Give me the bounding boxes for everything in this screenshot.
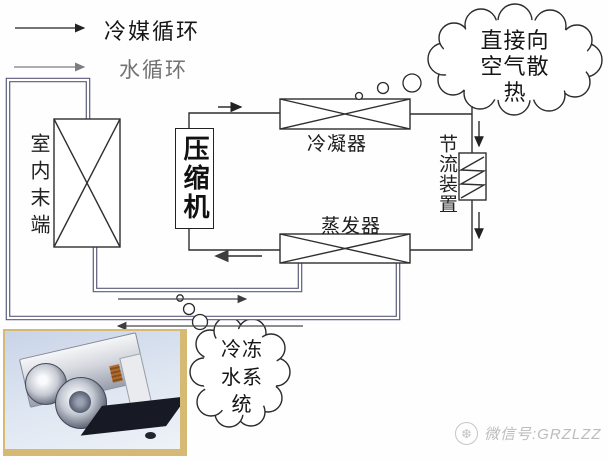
chilled-water-line-3: 统 (231, 394, 253, 416)
chilled-water-cloud-text: 冷冻 水系 统 (196, 337, 288, 420)
air-heat-cloud (427, 3, 603, 116)
air-heat-line-2: 空气散 (480, 54, 550, 79)
chilled-water-line-2: 水系 (221, 366, 263, 389)
air-heat-line-3: 热 (503, 80, 527, 105)
throttle-device-label: 节流装置 (436, 134, 457, 214)
legend-water-label: 水循环 (119, 58, 188, 82)
air-heat-line-1: 直接向 (480, 28, 550, 53)
chilled-water-bubbles (176, 294, 209, 331)
chilled-water-line-1: 冷冻 (221, 339, 263, 361)
condenser-coil (279, 98, 411, 130)
condenser-label: 冷凝器 (307, 134, 368, 155)
flow-arrows (14, 23, 484, 331)
watermark-text: 微信号:GRZLZZ (484, 426, 602, 443)
watermark: ❆ 微信号:GRZLZZ (455, 422, 602, 445)
compressor-box: 压缩机 (175, 128, 214, 229)
fan-coil-photo-frame (3, 329, 187, 456)
fan-coil-photo (5, 331, 180, 449)
fan-coil-foot (145, 432, 156, 439)
snowflake-logo-icon: ❆ (455, 422, 478, 445)
indoor-terminal-coil (53, 118, 121, 248)
fan-coil-blower-2-core (69, 391, 91, 413)
legend-refrigerant-label: 冷媒循环 (104, 19, 201, 44)
condenser-bubbles (354, 73, 422, 101)
evaporator-label: 蒸发器 (321, 216, 382, 237)
air-heat-cloud-text: 直接向 空气散 热 (453, 28, 577, 106)
water-circuit-pipes (5, 77, 401, 321)
evaporator-coil (279, 233, 411, 264)
throttle-device-symbol (458, 152, 487, 201)
indoor-terminal-label: 室内末端 (27, 133, 49, 241)
